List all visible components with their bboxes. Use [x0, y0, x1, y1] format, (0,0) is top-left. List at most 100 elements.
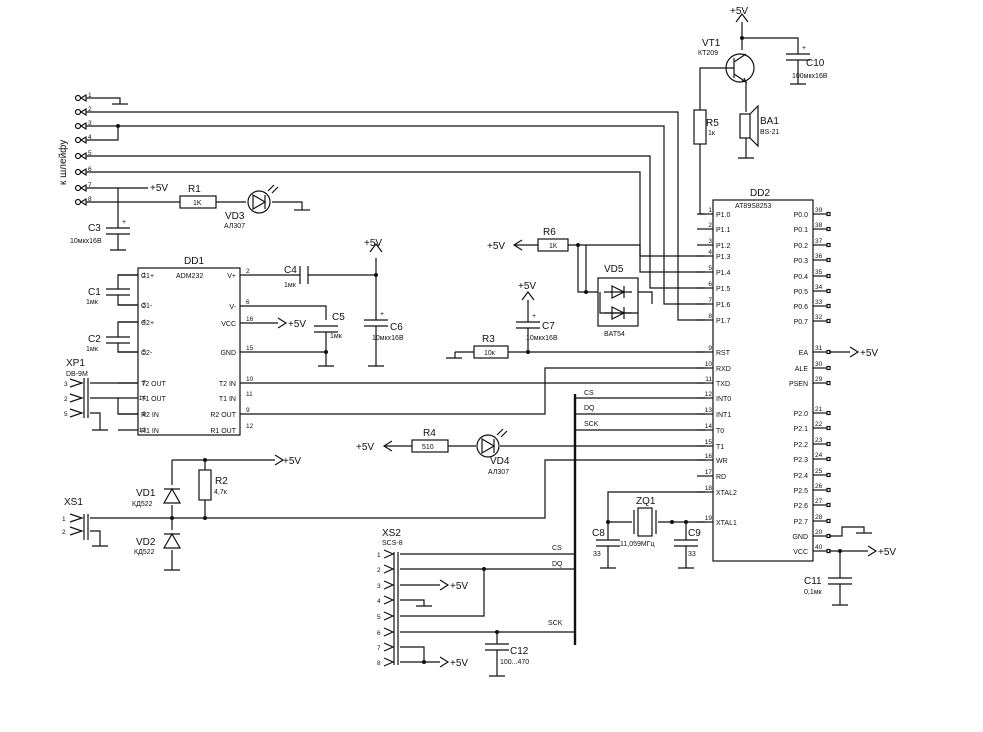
dd2-pin-name: EA	[799, 350, 809, 357]
dd1-pin-name: R2 IN	[141, 412, 159, 419]
plus5v-dd1: +5V	[364, 238, 382, 249]
dd2-pin-end	[826, 273, 831, 279]
dd2-pin-name: P0.4	[794, 274, 809, 281]
led-vd3: VD3 АЛ307	[224, 184, 279, 230]
xs2-pin-number: 4	[377, 598, 381, 605]
dd2-pin-name: ALE	[795, 366, 809, 373]
vd3-ref: VD3	[225, 211, 245, 222]
ba1-value: BS-21	[760, 129, 780, 136]
dd2-pin-number: 40	[815, 544, 823, 551]
loop-pin-contact	[79, 197, 87, 207]
r4-ref: R4	[423, 428, 436, 439]
dd2-pin-name: P1.1	[716, 227, 731, 234]
dd2-pin-name: P2.5	[794, 488, 809, 495]
diode-vd2: VD2 КД522	[134, 532, 182, 556]
resistor-r5: R5 1к	[693, 109, 719, 215]
dd2-pin-number: 13	[705, 407, 713, 414]
xp1-pin-number: 5	[64, 411, 68, 418]
dd1-pin-name: C1-	[141, 303, 153, 310]
loop-pin-socket	[74, 122, 82, 130]
connector-xs1: XS1 12	[62, 459, 705, 547]
bus-cs-label: CS	[584, 390, 594, 397]
c6-value: 10мкх16В	[372, 335, 404, 342]
dd2-pin-number: 34	[815, 284, 823, 291]
resistor-r1: 1K R1	[179, 184, 217, 209]
vd2-ref: VD2	[136, 537, 156, 548]
plus5v-vcc-dd2: +5V	[878, 547, 896, 558]
dd2-pin-end	[826, 257, 831, 263]
dd2-pin-number: 37	[815, 238, 823, 245]
svg-text:+: +	[122, 219, 126, 226]
loop-pin-contact	[79, 93, 87, 103]
xs2-pin-number: 7	[377, 645, 381, 652]
resistor-r6: 1К R6	[537, 227, 569, 252]
loop-pin-contact	[79, 167, 87, 177]
loop-pin-number: 1	[88, 92, 92, 99]
dd2-part: AT89S8253	[735, 203, 772, 210]
dd2-pin-name: PSEN	[789, 381, 808, 388]
r3-ref: R3	[482, 334, 495, 345]
xs1-pin-contact	[69, 513, 84, 523]
dd2-pin-number: 25	[815, 468, 823, 475]
loop-pin-socket	[74, 152, 82, 160]
dd1-pin-name: R1 OUT	[210, 428, 236, 435]
c12-value: 100...470	[500, 659, 529, 666]
dd2-pin-number: 1	[708, 207, 712, 214]
c1-ref: C1	[88, 287, 101, 298]
vd3-value: АЛ307	[224, 223, 245, 230]
dd2-pin-number: 24	[815, 452, 823, 459]
dd1-pin-number: 16	[246, 316, 254, 323]
dd2-pin-name: P0.6	[794, 304, 809, 311]
plus5v-c7: +5V	[518, 281, 536, 292]
xs2-pin-contact	[383, 627, 395, 637]
dd1-pin-number: 9	[246, 407, 250, 414]
c11-value: 0,1мк	[804, 589, 823, 596]
plus5v-vcc-dd1: +5V	[288, 319, 306, 330]
c1-value: 1мк	[86, 299, 99, 306]
capacitor-c11: C11 0,1мк	[804, 551, 852, 606]
vd5-ref: VD5	[604, 264, 624, 275]
dd1-pin-number: 11	[246, 391, 253, 398]
plus5v-r2: +5V	[283, 456, 301, 467]
plus5v-ea: +5V	[860, 348, 878, 359]
dd2-pin-name: P2.4	[794, 473, 809, 480]
r6-ref: R6	[543, 227, 556, 238]
dd2-pin-end	[826, 518, 831, 524]
dd2-pin-number: 17	[705, 469, 713, 476]
dd1-pin-number: 4	[142, 319, 146, 326]
dd2-pin-number: 20	[815, 529, 823, 536]
dd2-pin-end	[826, 365, 831, 371]
dd2-pin-name: P1.2	[716, 243, 731, 250]
dd2-pin-name: INT0	[716, 396, 731, 403]
dd2-pin-number: 22	[815, 421, 823, 428]
xs2-pin-contact	[383, 657, 395, 667]
xs1-pin-contact	[69, 526, 84, 536]
dd1-pin-number: 6	[246, 299, 250, 306]
dd1-pin-name: C1+	[141, 273, 154, 280]
dd2-pin-number: 26	[815, 483, 823, 490]
bus-dq-label: DQ	[584, 405, 595, 412]
dd1-pin-number: 2	[246, 268, 250, 275]
dd1-pin-name: V-	[229, 304, 236, 311]
c10-value: 100мкх16В	[792, 73, 828, 80]
xs2-pin-number: 8	[377, 660, 381, 667]
xs2-dq-label: DQ	[552, 561, 563, 568]
c8-value: 33	[593, 551, 601, 558]
dd2-pin-number: 28	[815, 514, 823, 521]
loop-pin-contact	[79, 183, 87, 193]
dd2-pin-name: P0.3	[794, 258, 809, 265]
xp1-pin-contact	[69, 408, 84, 418]
dd2-pin-number: 36	[815, 253, 823, 260]
resistor-r2: R2 4,7к	[198, 460, 228, 518]
dd2-pin-name: P0.5	[794, 289, 809, 296]
c2-ref: C2	[88, 334, 101, 345]
dd1-part: ADM232	[176, 273, 203, 280]
bus-sck-label: SCK	[584, 421, 599, 428]
dd2-pin-end	[826, 425, 831, 431]
xs2-pin-contact	[383, 595, 395, 605]
vt1-ref: VT1	[702, 38, 721, 49]
dd1-pin-number: 12	[246, 423, 254, 430]
svg-text:+: +	[380, 311, 384, 318]
capacitor-c12: C12 100...470	[485, 632, 529, 677]
